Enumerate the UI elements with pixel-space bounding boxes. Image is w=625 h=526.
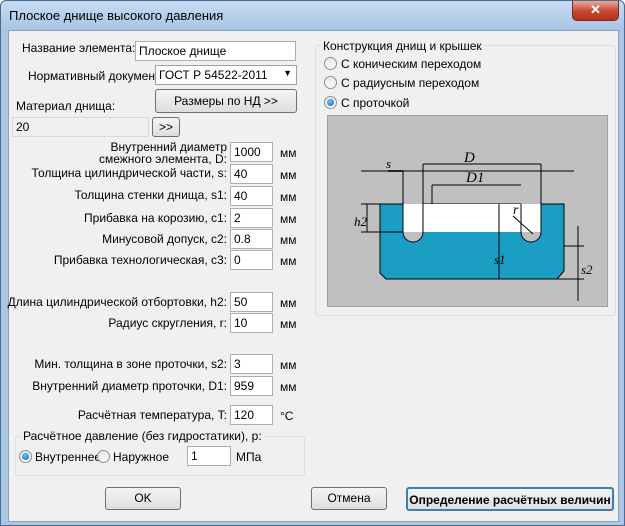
inner-diam-label-2: смежного элемента, D:	[98, 152, 227, 166]
radius-label: Радиус скругления, r:	[108, 316, 227, 330]
construction-radio-groove[interactable]	[324, 96, 337, 109]
dim-s2: s2	[581, 262, 593, 277]
cyl-thickness-input[interactable]: 40	[230, 164, 273, 184]
radius-unit: мм	[280, 317, 297, 331]
dim-d1: D1	[465, 170, 484, 186]
min-groove-unit: мм	[280, 358, 297, 372]
element-name-input[interactable]: Плоское днище	[135, 41, 296, 61]
dim-r: r	[513, 203, 519, 218]
dim-h2: h2	[354, 214, 368, 229]
flange-len-unit: мм	[280, 296, 297, 310]
window-title: Плоское днище высокого давления	[9, 8, 224, 23]
min-groove-input[interactable]: 3	[230, 354, 273, 374]
material-select-button[interactable]: >>	[152, 117, 180, 137]
tech-allow-label: Прибавка технологическая, c3:	[53, 253, 227, 267]
sizes-by-nd-button[interactable]: Размеры по НД >>	[155, 89, 297, 113]
minus-tol-unit: мм	[280, 233, 297, 247]
radius-input[interactable]: 10	[230, 313, 273, 333]
wall-thickness-label: Толщина стенки днища, s1:	[74, 188, 227, 202]
construction-radio-conical[interactable]	[324, 57, 337, 70]
dim-s1: s1	[494, 252, 506, 267]
dim-d: D	[463, 150, 475, 166]
bottom-diagram: s D D1 h2 r s1 s2	[327, 115, 608, 307]
close-button[interactable]: ✕	[572, 1, 619, 21]
dialog-body: Название элемента: Плоское днище Нормати…	[8, 30, 619, 522]
pressure-unit: МПа	[236, 450, 262, 464]
tech-allow-input[interactable]: 0	[230, 250, 273, 270]
corrosion-unit: мм	[280, 212, 297, 226]
tech-allow-unit: мм	[280, 254, 297, 268]
pressure-input[interactable]: 1	[187, 446, 231, 466]
temperature-label: Расчётная температура, T:	[77, 408, 227, 422]
bottom-drawing: s D D1 h2 r s1 s2	[354, 150, 593, 301]
pressure-external-radio[interactable]	[97, 450, 110, 463]
pressure-internal-label: Внутреннее	[35, 450, 102, 464]
material-field: 20	[12, 117, 149, 137]
cyl-thickness-label: Толщина цилиндрической части, s:	[31, 166, 227, 180]
cylinder-wall	[403, 204, 541, 232]
element-name-label: Название элемента:	[22, 41, 136, 55]
material-label: Материал днища:	[16, 99, 116, 113]
groove-diam-unit: мм	[280, 380, 297, 394]
minus-tol-label: Минусовой допуск, c2:	[102, 232, 227, 246]
corrosion-input[interactable]: 2	[230, 208, 273, 228]
flange-len-label: Длина цилиндрической отбортовки, h2:	[7, 295, 227, 309]
calc-values-button[interactable]: Определение расчётных величин	[406, 487, 614, 511]
min-groove-label: Мин. толщина в зоне проточки, s2:	[34, 357, 227, 371]
norm-doc-label: Нормативный документ:	[28, 69, 164, 83]
construction-group-title: Конструкция днищ и крышек	[321, 39, 484, 53]
norm-doc-value: ГОСТ Р 54522-2011	[159, 68, 268, 82]
cancel-button[interactable]: Отмена	[311, 487, 387, 510]
cyl-thickness-unit: мм	[280, 168, 297, 182]
pressure-group-title: Расчётное давление (без гидростатики), p…	[21, 429, 264, 443]
dim-s: s	[386, 156, 391, 171]
inner-diam-input[interactable]: 1000	[230, 142, 273, 162]
construction-label-radius: С радиусным переходом	[341, 76, 480, 90]
groove-diam-input[interactable]: 959	[230, 376, 273, 396]
ok-button[interactable]: OK	[105, 487, 181, 510]
groove-diam-label: Внутренний диаметр проточки, D1:	[32, 379, 227, 393]
pressure-internal-radio[interactable]	[19, 450, 32, 463]
construction-label-conical: С коническим переходом	[341, 57, 482, 71]
temperature-unit: °C	[280, 409, 294, 423]
chevron-down-icon: ▼	[283, 68, 292, 78]
wall-thickness-input[interactable]: 40	[230, 186, 273, 206]
flange-len-input[interactable]: 50	[230, 292, 273, 312]
minus-tol-input[interactable]: 0.8	[230, 229, 273, 249]
pressure-external-label: Наружное	[113, 450, 170, 464]
temperature-input[interactable]: 120	[230, 405, 273, 425]
norm-doc-select[interactable]: ГОСТ Р 54522-2011 ▼	[155, 65, 297, 85]
title-bar[interactable]: Плоское днище высокого давления ✕	[1, 1, 624, 29]
construction-radio-radius[interactable]	[324, 76, 337, 89]
inner-diam-label-1: Внутренний диаметр	[110, 140, 227, 154]
construction-label-groove: С проточкой	[341, 96, 410, 110]
wall-thickness-unit: мм	[280, 190, 297, 204]
corrosion-label: Прибавка на корозию, c1:	[84, 211, 227, 225]
inner-diam-unit: мм	[280, 146, 297, 160]
